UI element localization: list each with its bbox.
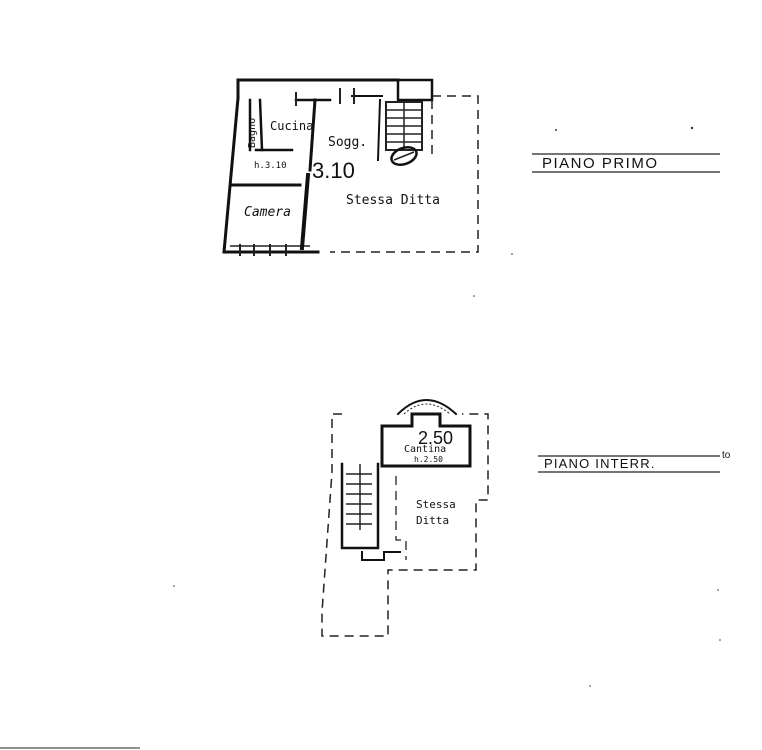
room-label-soggiorno: Sogg.: [328, 135, 367, 150]
basement-height-small: h.2.50: [414, 455, 443, 464]
basement-title-block: PIANO INTERR. to: [538, 450, 731, 473]
first-floor-plan: Bagno Cucina Sogg. h.3.10 3.10 Camera St…: [222, 78, 479, 256]
first-floor-top-wall: [236, 78, 400, 100]
basement-title-suffix: to: [722, 450, 731, 461]
basement-plan: 2.50 Cantina h.2.50 Stessa Ditta: [321, 399, 489, 637]
room-label-cucina: Cucina: [270, 119, 313, 133]
room-label-stessa-ditta: Stessa Ditta: [346, 193, 440, 208]
basement-staircase: [340, 462, 380, 550]
height-note-main: 3.10: [312, 158, 355, 183]
cantina-walls: [380, 412, 472, 468]
room-label-camera: Camera: [244, 205, 291, 220]
height-note-small: h.3.10: [254, 161, 287, 171]
basement-title: PIANO INTERR.: [544, 456, 656, 471]
first-floor-title: PIANO PRIMO: [542, 155, 659, 172]
first-floor-left-wall: [222, 96, 240, 254]
stair-tower-top: [396, 78, 434, 102]
scan-specks: [173, 126, 721, 687]
first-floor-staircase: [385, 101, 423, 166]
room-label-cantina: Cantina: [404, 444, 446, 455]
stessa-ditta-boundary: [330, 95, 479, 253]
arched-niche: [396, 399, 458, 416]
room-label-ditta: Ditta: [416, 514, 449, 527]
basement-boundary: [321, 413, 489, 637]
room-label-bagno: Bagno: [247, 118, 258, 148]
spiral-stair-icon: [390, 146, 418, 166]
basement-height-main: 2.50: [418, 428, 453, 448]
room-label-stessa: Stessa: [416, 498, 456, 511]
first-floor-title-block: PIANO PRIMO: [532, 153, 720, 173]
